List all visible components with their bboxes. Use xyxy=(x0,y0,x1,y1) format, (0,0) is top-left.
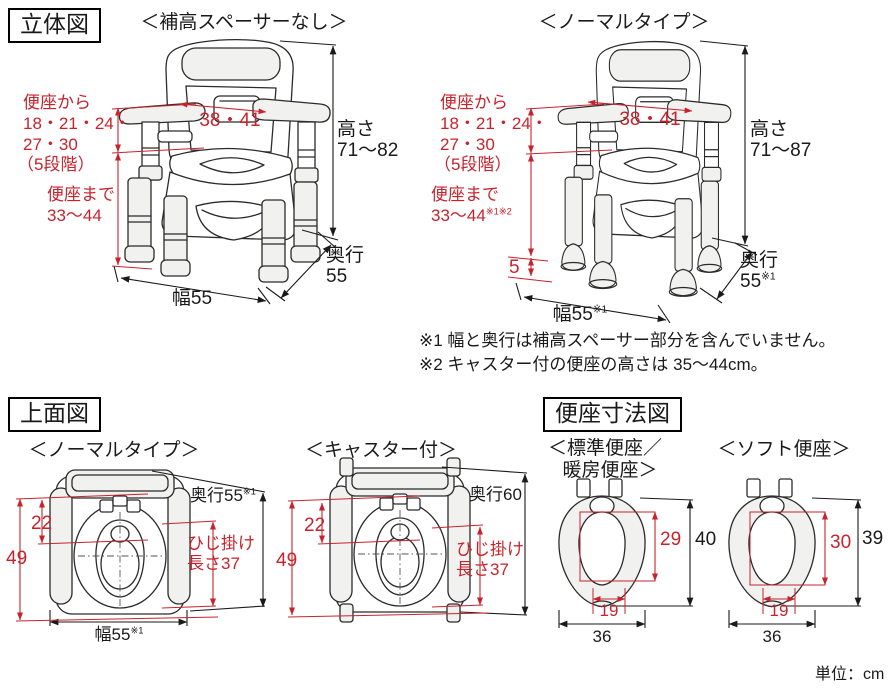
dim-opening-height-standard: 29 xyxy=(660,529,682,550)
dims-top-caster-black xyxy=(441,466,529,616)
top-view-caster-drawing xyxy=(329,457,471,623)
dim-seat-from-line4: （5段階） xyxy=(17,155,95,174)
perspective-normal-drawing xyxy=(557,40,732,297)
dims-normal-black xyxy=(515,40,758,324)
dim-armrest-label-caster: ひじ掛け xyxy=(456,540,524,559)
dim-spacer-height: 5 xyxy=(509,257,520,278)
dim-width-value-1: 幅55 xyxy=(171,288,213,309)
subtitle-standard-seat-line2: 暖房便座＞ xyxy=(562,460,658,481)
dim-seat-from-line3: 27・30 xyxy=(23,135,78,154)
dim-width-value-n: 幅55※1 xyxy=(552,304,608,325)
subtitle-top-normal: ＜ノーマルタイプ＞ xyxy=(28,440,200,461)
dim-to-seat-value-1: 33〜44 xyxy=(47,206,102,225)
dim-depth-value-n: 55※1 xyxy=(740,271,776,292)
dims-top-normal-red xyxy=(15,493,219,622)
dim-top-depth-normal: 奥行55※1 xyxy=(190,486,256,505)
subtitle-top-caster: ＜キャスター付＞ xyxy=(304,440,458,461)
dim-total-width-standard: 36 xyxy=(592,627,612,646)
dim-total-height-standard: 40 xyxy=(695,529,717,550)
dim-armrest-label-normal: ひじ掛け xyxy=(187,534,255,553)
unit-note: 単位：cm xyxy=(815,666,885,683)
top-view-normal-drawing xyxy=(49,469,191,615)
dim-to-seat-value-n: 33〜44※1※2 xyxy=(431,206,512,225)
dim-total-height-soft: 39 xyxy=(862,528,884,549)
dims-normal-red xyxy=(507,99,693,283)
perspective-no-spacer-drawing xyxy=(118,38,331,283)
subtitle-no-spacer: ＜補高スペーサーなし＞ xyxy=(140,12,348,33)
section-title-top-view: 上面図 xyxy=(8,397,101,432)
footnote-1: ※1 幅と奥行は補高スペーサー部分を含んでいません。 xyxy=(419,331,836,350)
dims-no-spacer-black xyxy=(113,40,339,305)
dim-top-body-depth-caster: 49 xyxy=(276,550,298,571)
dims-top-normal-black xyxy=(49,470,267,626)
dim-opening-height-soft: 30 xyxy=(830,532,852,553)
dim-top-seat-depth-caster: 22 xyxy=(304,515,326,536)
dim-seat-from-line4-n: （5段階） xyxy=(434,155,512,174)
dims-seat-standard xyxy=(558,497,694,628)
dim-armrest-span-n: 38・41 xyxy=(619,109,681,130)
subtitle-normal-type: ＜ノーマルタイプ＞ xyxy=(538,12,710,33)
dim-top-depth-caster: 奥行60 xyxy=(469,485,522,504)
seat-soft-drawing xyxy=(728,478,816,608)
dim-seat-from-line1-n: 便座から xyxy=(440,93,508,112)
seat-standard-drawing xyxy=(558,478,646,608)
dim-height-label-n: 高さ xyxy=(750,119,789,140)
dim-total-width-soft: 36 xyxy=(762,627,782,646)
dim-to-seat-label-n: 便座まで xyxy=(431,185,499,204)
dim-height-value-n: 71〜87 xyxy=(750,140,812,161)
dim-armrest-span-1: 38・41 xyxy=(199,110,261,131)
dim-top-seat-depth-normal: 22 xyxy=(31,513,53,534)
section-title-perspective: 立体図 xyxy=(8,8,101,43)
dim-depth-value-1: 55 xyxy=(326,266,348,287)
dim-opening-width-soft: 19 xyxy=(769,601,789,620)
dim-seat-from-line2-n: 18・21・24・ xyxy=(440,114,548,133)
dim-height-label-1: 高さ xyxy=(337,119,376,140)
dim-top-width-normal: 幅55※1 xyxy=(94,625,144,644)
section-title-seat-dims: 便座寸法図 xyxy=(543,397,682,432)
dim-seat-from-line3-n: 27・30 xyxy=(440,135,495,154)
dim-seat-from-line2: 18・21・24・ xyxy=(23,114,131,133)
dim-top-body-depth-normal: 49 xyxy=(6,548,28,569)
dim-opening-width-standard: 19 xyxy=(599,601,619,620)
dim-depth-label-n: 奥行 xyxy=(740,250,779,271)
dim-height-value-1: 71〜82 xyxy=(337,140,399,161)
dim-seat-from-line1: 便座から xyxy=(23,93,91,112)
dim-depth-label-1: 奥行 xyxy=(326,245,365,266)
dim-to-seat-label-1: 便座まで xyxy=(47,185,115,204)
dims-no-spacer-red xyxy=(111,101,267,270)
dims-top-caster-red xyxy=(287,495,488,618)
dim-armrest-value-normal: 長さ37 xyxy=(187,554,240,573)
subtitle-soft-seat: ＜ソフト便座＞ xyxy=(717,439,851,460)
footnote-2: ※2 キャスター付の便座の高さは 35〜44cm。 xyxy=(419,355,768,374)
dim-armrest-value-caster: 長さ37 xyxy=(456,560,509,579)
dims-seat-soft xyxy=(728,497,862,628)
subtitle-standard-seat-line1: ＜標準便座／ xyxy=(547,438,663,459)
